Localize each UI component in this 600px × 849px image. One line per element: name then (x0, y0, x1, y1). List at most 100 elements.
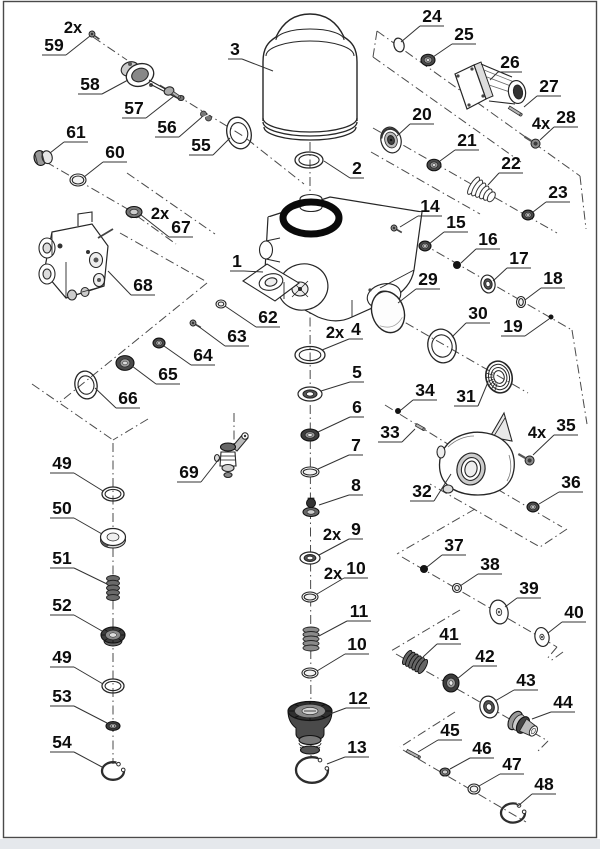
callout-10b: 10 (316, 634, 369, 672)
callout-20: 20 (396, 104, 434, 137)
part-number-label: 60 (105, 142, 125, 162)
part-number-label: 56 (157, 117, 177, 137)
part-number-label: 30 (468, 303, 488, 323)
leader-line (49, 141, 65, 154)
axis-line-34 (402, 749, 527, 823)
part-number-label: 10 (346, 558, 366, 578)
leader-line (316, 653, 346, 672)
callout-56: 56 (155, 116, 203, 138)
leader-line (524, 287, 542, 301)
callout-40: 40 (547, 602, 586, 634)
part-number-label: 43 (516, 670, 536, 690)
callout-62: 62 (224, 305, 280, 328)
part-number-label: 36 (561, 472, 581, 492)
part-13 (294, 753, 333, 784)
leader-line (323, 160, 351, 179)
axis-line-13 (309, 299, 312, 758)
part-45 (405, 748, 421, 760)
part-number-label: 38 (480, 554, 500, 574)
callout-19: 19 (501, 316, 550, 337)
callout-65: 65 (131, 364, 180, 385)
part-16 (453, 261, 461, 269)
axis-line-0 (92, 36, 128, 61)
callout-4: 42x (321, 319, 363, 351)
leader-line (178, 116, 203, 138)
part-number-label: 54 (52, 732, 72, 752)
part-number-label: 49 (52, 647, 72, 667)
callout-6: 6 (317, 397, 364, 433)
axis-line-32 (548, 651, 564, 663)
part-60 (69, 173, 87, 187)
leader-line (316, 577, 345, 595)
part-number-label: 40 (564, 602, 584, 622)
leader-line (532, 434, 555, 456)
part-25 (420, 53, 436, 67)
leader-line (478, 773, 501, 787)
part-number-label: 7 (351, 435, 361, 455)
part-44 (507, 710, 538, 737)
leader-line (451, 322, 467, 338)
leader-line (317, 416, 351, 433)
callout-49b: 49 (50, 647, 104, 685)
quantity-label: 4x (532, 115, 551, 133)
part-49 (101, 486, 125, 502)
callout-12: 12 (329, 688, 370, 715)
quantity-label: 4x (528, 424, 547, 442)
part-59 (88, 30, 100, 40)
part-number-label: 10 (347, 634, 367, 654)
callout-45: 45 (417, 720, 462, 753)
quantity-label: 2x (324, 565, 343, 583)
leader-line (73, 517, 103, 535)
part-64 (152, 337, 166, 349)
part-11 (302, 626, 320, 652)
part-number-label: 27 (539, 76, 558, 96)
footer-strip (0, 839, 600, 849)
quantity-label: 2x (326, 324, 345, 342)
part-31 (485, 360, 513, 394)
leader-line (401, 428, 416, 443)
axis-line-15 (372, 30, 378, 58)
callout-58: 58 (78, 74, 129, 95)
callout-52: 52 (50, 595, 103, 632)
leader-line (197, 325, 226, 347)
leader-line (329, 707, 347, 715)
quantity-label: 2x (323, 526, 342, 544)
part-26 (454, 61, 527, 110)
leader-line (73, 614, 103, 632)
part-number-label: 11 (350, 601, 369, 621)
callout-34: 34 (400, 380, 437, 411)
callout-53: 53 (50, 686, 108, 724)
leader-line (523, 95, 538, 108)
leader-line (399, 215, 419, 228)
callout-41: 41 (422, 624, 461, 658)
leader-line (243, 270, 264, 273)
callout-69: 69 (177, 458, 220, 483)
part-number-label: 42 (475, 646, 495, 666)
leader-line (432, 43, 453, 58)
callout-7: 7 (317, 435, 363, 470)
part-69 (213, 432, 249, 479)
leader-line (163, 345, 192, 366)
leader-line (417, 739, 439, 753)
callout-37: 37 (426, 535, 466, 568)
leader-line (73, 705, 108, 724)
callout-44: 44 (531, 692, 575, 720)
axis-line-26 (396, 508, 476, 555)
axis-line-6 (126, 172, 216, 235)
callout-54: 54 (50, 732, 103, 768)
part-67 (125, 205, 143, 219)
part-47 (467, 783, 481, 795)
callout-13: 13 (326, 737, 369, 765)
part-number-label: 59 (44, 35, 64, 55)
leader-line (73, 567, 108, 585)
part-10 (301, 591, 319, 603)
part-number-label: 69 (179, 462, 199, 482)
part-number-label: 34 (415, 380, 435, 400)
part-61 (33, 150, 53, 166)
part-number-label: 31 (456, 386, 476, 406)
